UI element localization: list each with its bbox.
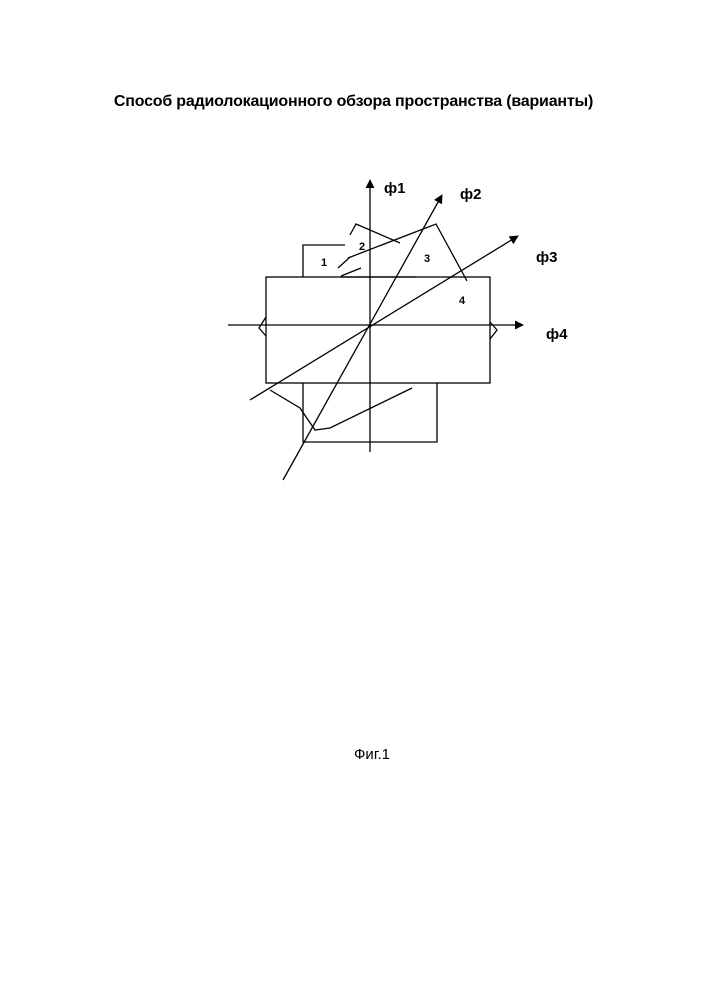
figure-caption: Фиг.1 xyxy=(0,746,707,763)
axis-label-phi3: ф3 xyxy=(536,249,557,266)
axis-phi2 xyxy=(283,195,442,480)
axis-label-phi4: ф4 xyxy=(546,326,568,343)
region-mark-2 xyxy=(341,268,361,276)
left-notch xyxy=(259,317,266,336)
axis-label-phi1: ф1 xyxy=(384,180,405,197)
region-mark-1 xyxy=(338,258,349,268)
sector-2-lower xyxy=(270,388,412,430)
region-label-4: 4 xyxy=(459,295,466,307)
axis-label-phi2: ф2 xyxy=(460,186,481,203)
axis-phi3 xyxy=(250,236,518,400)
region-label-2: 2 xyxy=(359,241,365,253)
region-label-3: 3 xyxy=(424,253,430,265)
sector-3-outline xyxy=(348,224,467,281)
sector-4-outline xyxy=(266,277,490,383)
region-label-1: 1 xyxy=(321,257,327,269)
